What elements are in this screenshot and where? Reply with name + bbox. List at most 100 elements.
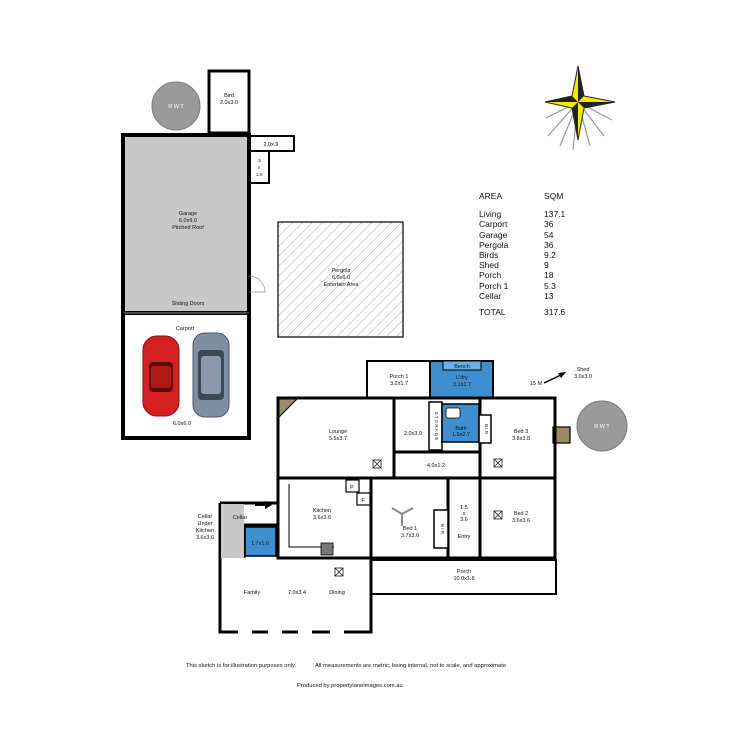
kitchen-dims: 3.6x3.6 [313,515,331,521]
cellar [221,504,244,558]
area-row-label: Birds [479,250,499,261]
shed-dims: 3.0x3.0 [574,374,592,380]
area-table-row: Living 137.1 [479,209,574,219]
bed2-name: Bed 2 [514,511,528,517]
laundry-name: L'dry [456,375,468,381]
wc-dims: 1.7x1.6 [251,541,269,547]
family-dims: 7.0x3.4 [288,590,306,596]
kitchen-bench [288,484,334,548]
rainwater-tank-right [576,400,628,452]
porch-dims: 10.0x1.8 [453,576,474,582]
hall-b-dims: 4.0x1.2 [427,463,445,469]
hall-c-l3: 3.6 [460,517,468,523]
area-table-row: Pergola 36 [479,240,574,250]
area-table-total: TOTAL 317.6 [479,307,574,317]
area-row-label: Garage [479,229,508,240]
pergola-name: Pergola [332,268,352,274]
bird-dims: 2.0x3.0 [220,100,238,106]
area-row-label: Pergola [479,239,509,250]
storage-label: S T O R A G E [434,412,439,441]
rwt-right-label: R W T [594,424,610,430]
area-row-value: 36 [544,239,554,250]
area-row-label: Living [479,209,502,220]
area-table-header: AREA SQM [479,191,574,201]
porch-name: Porch [457,569,471,575]
bed1-dims: 3.7x3.6 [401,533,419,539]
hall-c-l1: 1.5 [460,505,468,511]
area-total-label: TOTAL [479,307,506,318]
kitchen-name: Kitchen [313,508,331,514]
footer-measurements: All measurements are metric, being inter… [315,663,507,669]
small-box-b-l3: 1.5 [256,172,263,177]
area-table-row: Porch 18 [479,270,574,280]
small-box-a-label: 2.0x.9 [264,142,279,148]
porch1-dims: 3.2x1.7 [390,381,408,387]
entry-label: Entry [458,534,471,540]
laundry-dims: 3.1x1.7 [453,382,471,388]
wc [244,526,277,557]
pantry-label: P [350,485,354,491]
area-header-unit: SQM [544,191,564,201]
shed-name: Shed [577,367,590,373]
bath-name: Bath [455,426,466,432]
cellar-note-l4: 3.6x3.6 [196,535,214,541]
area-row-value: 13 [544,290,554,301]
cellar-label: Cellar [233,515,248,521]
area-row-value: 36 [544,219,554,230]
shed-distance: 15 M [530,381,543,387]
area-row-value: 18 [544,270,554,281]
lounge-fireplace [278,398,299,419]
house-walls [218,396,557,634]
pantry [345,479,360,493]
bed3-name: Bed 3 [514,429,528,435]
garage [121,133,251,315]
area-row-value: 137.1 [544,209,566,220]
pergola [277,221,404,338]
carport-dims: 6.0x6.0 [173,421,191,427]
lounge-dims: 5.5x3.7 [329,436,347,442]
footer-disclaimer: This sketch is for illustration purposes… [186,663,297,669]
pergola-dims: 6.0x6.0 [332,275,350,281]
small-box-b-l2: x [258,165,261,170]
grey-car-icon [192,332,230,418]
area-row-label: Porch 1 [479,280,509,291]
cellar-note-l3: Kitchen [196,528,214,534]
area-row-label: Porch [479,270,502,281]
bed2-dims: 3.6x3.6 [512,518,530,524]
bench [442,360,482,371]
porch1-name: Porch 1 [390,374,409,380]
area-header-label: AREA [479,191,503,201]
hall-a-dims: 2.0x3.9 [404,431,422,437]
fridge-label: F [361,498,365,504]
cellar-note-l2: Under [198,521,213,527]
garage-dims: 6.0x9.0 [179,218,197,224]
compass-icon [544,65,616,151]
area-row-value: 9 [544,260,549,271]
sliding-doors-label: Sliding Doors [172,301,205,307]
bir-bed1-label: B I R [440,524,445,535]
bath-dims: 1.9x2.7 [452,432,470,438]
garage-name: Garage [179,211,197,217]
bird-name: Bird [224,93,234,99]
pergola-note: Entertain Area [324,282,360,288]
cellar-note-l1: Cellar [198,514,213,520]
family-label: Family [244,590,260,596]
bir-bath [478,414,492,444]
rwt-left-label: R W T [168,104,184,110]
dining-light-icon [334,567,344,577]
area-row-label: Shed [479,260,499,271]
lounge-name: Lounge [329,429,347,435]
footer-produced-by: Produced by propertylaneimages.com.au [297,683,403,689]
fireplace [552,426,571,444]
red-car-icon [142,335,180,417]
area-table-row: Garage 54 [479,230,574,240]
bed2-light-icon [493,510,503,520]
bench-label: Bench [454,364,470,370]
area-row-value: 54 [544,229,554,240]
carport [121,313,251,440]
garage-note: Pitched Roof [172,225,204,231]
